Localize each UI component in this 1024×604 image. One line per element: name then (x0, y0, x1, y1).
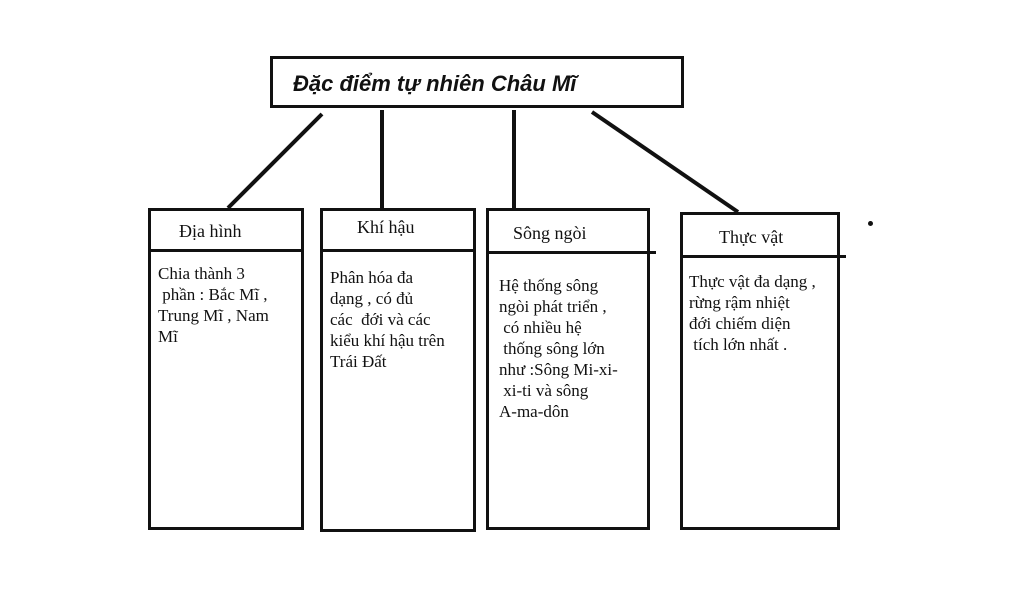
branch-divider (486, 251, 656, 254)
branch-header: Thực vật (719, 227, 784, 247)
branch-thuc-vat: Thực vật Thực vật đa dạng , rừng rậm nhi… (680, 212, 846, 530)
stray-dot (868, 221, 873, 226)
branch-header: Sông ngòi (513, 223, 587, 243)
connector-dia-hinh (226, 112, 324, 210)
branch-header: Địa hình (179, 221, 242, 241)
branch-khi-hau: Khí hậu Phân hóa đa dạng , có đủ các đới… (320, 208, 476, 532)
branch-song-ngoi: Sông ngòi Hệ thống sông ngòi phát triển … (486, 208, 656, 530)
branch-divider (320, 249, 476, 252)
branch-divider (680, 255, 846, 258)
root-node: Đặc điểm tự nhiên Châu Mĩ (270, 56, 684, 108)
connector-thuc-vat (590, 110, 740, 214)
branch-dia-hinh: Địa hình Chia thành 3 phần : Bắc Mĩ , Tr… (148, 208, 304, 530)
branch-body: Chia thành 3 phần : Bắc Mĩ , Trung Mĩ , … (158, 264, 269, 346)
branch-body: Thực vật đa dạng , rừng rậm nhiệt đới ch… (689, 272, 816, 354)
branch-divider (148, 249, 304, 252)
branch-body: Phân hóa đa dạng , có đủ các đới và các … (330, 268, 445, 371)
branch-header: Khí hậu (357, 217, 415, 237)
root-title: Đặc điểm tự nhiên Châu Mĩ (293, 71, 577, 96)
branch-body: Hệ thống sông ngòi phát triển , có nhiều… (499, 276, 618, 421)
